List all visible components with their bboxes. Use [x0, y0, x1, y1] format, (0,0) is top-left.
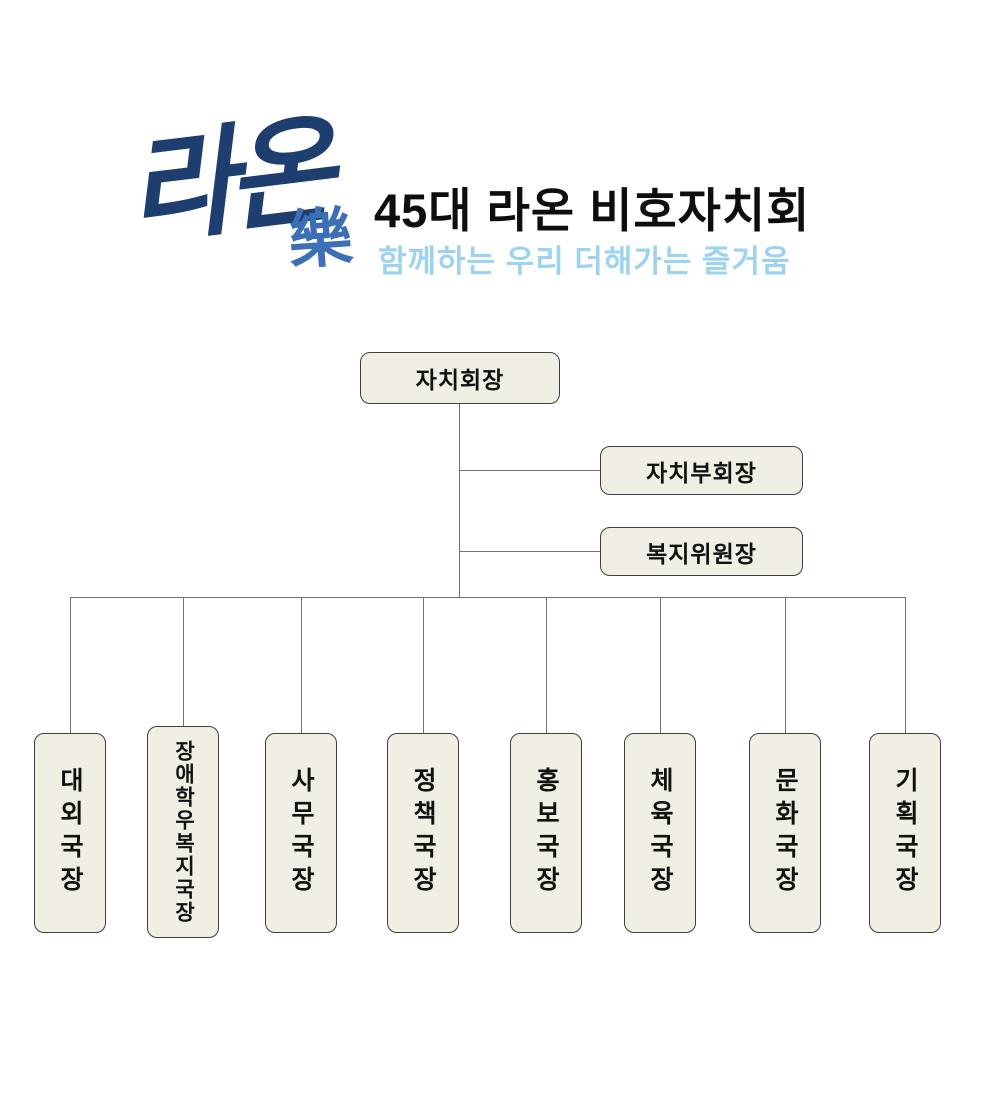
- node-president: 자치회장: [360, 352, 560, 404]
- vice-connector-line: [460, 470, 600, 471]
- dept-drop-line-5: [546, 597, 547, 733]
- dept-drop-line-1: [70, 597, 71, 733]
- dept-drop-line-7: [785, 597, 786, 733]
- dept-drop-line-8: [905, 597, 906, 733]
- node-dept-policy: 정책국장: [387, 733, 459, 933]
- page-title: 45대 라온 비호자치회: [374, 184, 811, 237]
- node-dept-sports: 체육국장: [624, 733, 696, 933]
- dept-drop-line-6: [660, 597, 661, 733]
- node-dept-pr: 홍보국장: [510, 733, 582, 933]
- node-welfare-chair: 복지위원장: [600, 527, 803, 576]
- node-vice-president: 자치부회장: [600, 446, 803, 495]
- dept-drop-line-3: [301, 597, 302, 733]
- node-dept-disabled-welfare: 장애학우복지국장: [147, 726, 219, 938]
- node-dept-external: 대외국장: [34, 733, 106, 933]
- dept-drop-line-2: [183, 597, 184, 727]
- main-horizontal-line: [70, 597, 905, 598]
- page-subtitle: 함께하는 우리 더해가는 즐거움: [378, 244, 791, 279]
- node-dept-culture: 문화국장: [749, 733, 821, 933]
- logo-hanja-character: 樂: [285, 200, 355, 278]
- dept-drop-line-4: [423, 597, 424, 733]
- root-drop-line: [459, 404, 460, 597]
- node-dept-planning: 기획국장: [869, 733, 941, 933]
- node-dept-office: 사무국장: [265, 733, 337, 933]
- welfare-connector-line: [460, 551, 600, 552]
